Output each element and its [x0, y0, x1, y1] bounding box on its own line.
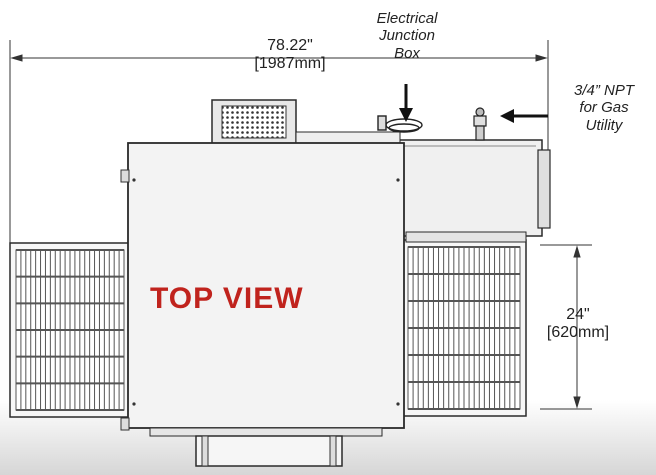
depth-imperial: 24"	[566, 306, 590, 323]
right-coil-grille	[401, 239, 527, 417]
gas-utility-line-1: 3/4” NPT	[573, 82, 634, 99]
junction-box-line-2: Junction	[379, 27, 435, 45]
junction-box-callout: Electrical Junction Box	[352, 10, 462, 62]
gas-utility-callout: 3/4” NPT for Gas Utility	[556, 82, 652, 134]
junction-box-line-3: Box	[394, 44, 420, 62]
junction-box-cable	[377, 115, 423, 133]
width-dimension	[9, 40, 549, 245]
view-title: TOP VIEW	[150, 282, 304, 315]
width-dimension-label: 78.22" [1987mm]	[238, 37, 342, 74]
depth-dimension-label: 24" [620mm]	[528, 306, 628, 343]
gas-utility-line-3: Utility	[585, 116, 623, 134]
junction-box-arrow	[399, 84, 413, 122]
left-coil-grille	[9, 242, 131, 418]
width-metric: [1987mm]	[254, 55, 326, 73]
main-cabinet	[120, 142, 405, 431]
width-imperial: 78.22"	[267, 37, 313, 54]
utility-housing	[397, 139, 551, 243]
depth-dimension	[540, 244, 592, 410]
depth-metric: [620mm]	[546, 324, 610, 342]
gas-utility-line-2: for Gas	[579, 99, 629, 117]
gas-utility-arrow	[500, 109, 548, 123]
junction-box-line-1: Electrical	[376, 10, 438, 27]
exhaust-vent-box	[211, 99, 297, 149]
base-skid	[149, 427, 383, 467]
gas-valve	[473, 107, 487, 141]
